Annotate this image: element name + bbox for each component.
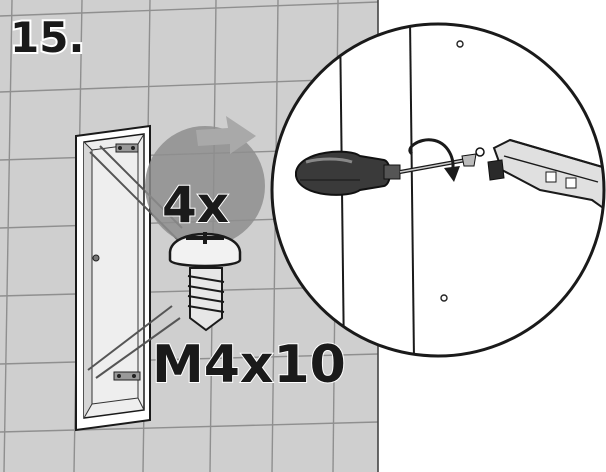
niche-bracket-top (115, 143, 139, 153)
screw-size-label: M4x10 (152, 335, 346, 395)
wall-niche (75, 124, 151, 432)
clockwise-rotation-icon (408, 138, 460, 182)
quantity-badge (145, 126, 265, 246)
screw-hole-bottom (440, 294, 448, 302)
screw-icon (168, 232, 242, 332)
mounting-bracket-icon (475, 138, 604, 212)
niche-bracket-bottom (113, 371, 141, 381)
zoom-detail (270, 22, 606, 358)
quantity-label: 4x (162, 176, 229, 234)
direction-arrow-icon (196, 116, 256, 154)
step-number: 15. (10, 13, 84, 62)
screwdriver-icon (295, 150, 477, 196)
screw-hole-top (456, 40, 464, 48)
